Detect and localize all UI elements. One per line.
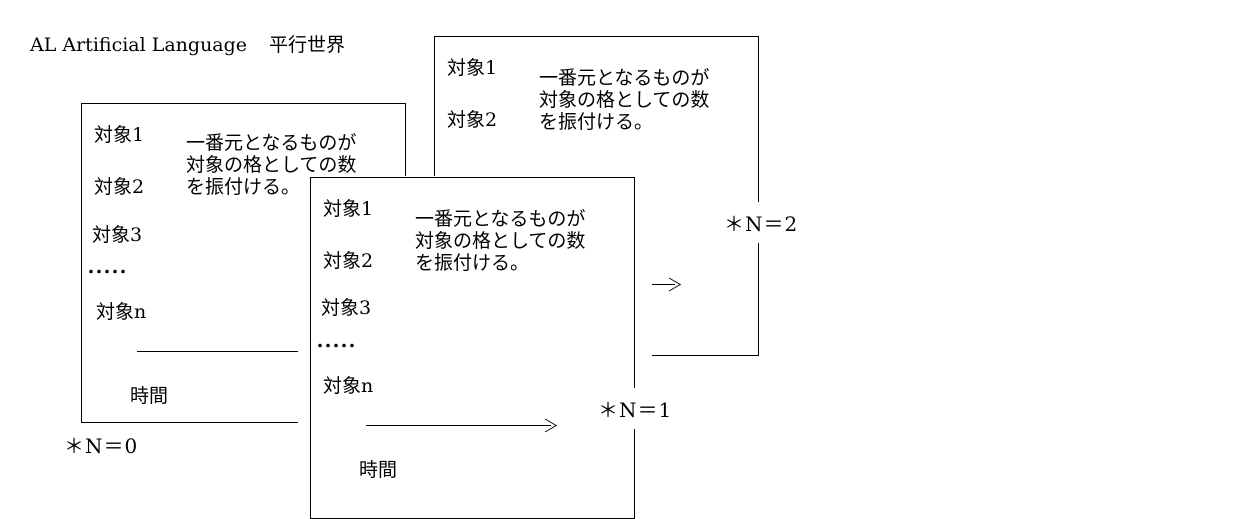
description-line: を振付ける。 xyxy=(415,252,530,274)
time-axis-line xyxy=(366,425,551,426)
description-line: 対象の格としての数 xyxy=(415,230,586,252)
object-n: 対象n xyxy=(323,375,374,397)
description-line: 対象の格としての数 xyxy=(539,89,710,111)
object-2: 対象2 xyxy=(447,109,498,131)
description: 一番元となるものが 対象の格としての数 を振付ける。 xyxy=(186,132,356,198)
n-label-2: ＊N＝2 xyxy=(722,202,801,243)
description-line: 一番元となるものが xyxy=(415,208,586,230)
description: 一番元となるものが 対象の格としての数 を振付ける。 xyxy=(539,67,709,133)
ellipsis: ・・・・・ xyxy=(313,339,359,355)
time-label: 時間 xyxy=(130,385,169,407)
object-2: 対象2 xyxy=(94,176,145,198)
description-line: を振付ける。 xyxy=(186,176,301,198)
time-arrow-head xyxy=(657,277,682,292)
object-n: 対象n xyxy=(96,301,147,323)
title-en: AL Artificial Language xyxy=(30,34,248,56)
time-arrow-head xyxy=(533,418,558,433)
object-3: 対象3 xyxy=(92,224,143,246)
ellipsis: ・・・・・ xyxy=(84,265,130,281)
time-label: 時間 xyxy=(359,459,398,481)
time-axis-line xyxy=(137,351,322,352)
panel-n1: 対象1 対象2 対象3 ・・・・・ 対象n 一番元となるものが 対象の格としての… xyxy=(310,177,635,519)
title-jp: 平行世界 xyxy=(269,34,346,56)
description-line: を振付ける。 xyxy=(539,111,654,133)
n-label-0: ＊N＝0 xyxy=(62,430,141,459)
description-line: 対象の格としての数 xyxy=(186,154,357,176)
object-1: 対象1 xyxy=(323,198,374,220)
description-line: 一番元となるものが xyxy=(539,67,710,89)
object-1: 対象1 xyxy=(94,124,145,146)
diagram-title: AL Artificial Language 平行世界 xyxy=(30,30,367,57)
description-line: 一番元となるものが xyxy=(186,132,357,154)
description: 一番元となるものが 対象の格としての数 を振付ける。 xyxy=(415,208,585,274)
object-1: 対象1 xyxy=(447,57,498,79)
object-3: 対象3 xyxy=(321,297,372,319)
object-2: 対象2 xyxy=(323,250,374,272)
n-label-1: ＊N＝1 xyxy=(596,388,675,429)
